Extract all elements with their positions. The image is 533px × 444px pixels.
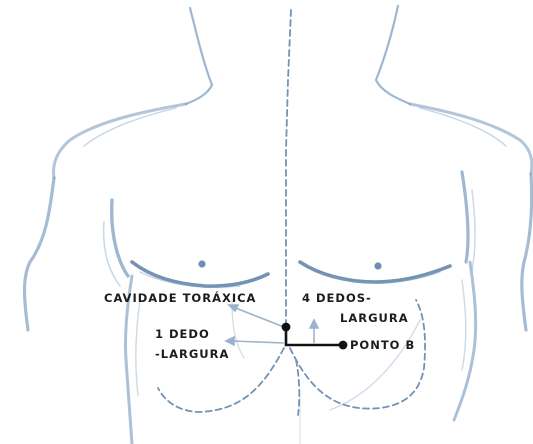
one-finger-label-line2: -LARGURA bbox=[155, 347, 229, 361]
shoulder-left-line bbox=[54, 104, 186, 178]
arrow-one-finger-head bbox=[226, 337, 234, 345]
neck-right-line bbox=[376, 6, 410, 104]
shoulder-right-line bbox=[410, 104, 532, 174]
arrow-cavity-head bbox=[229, 305, 238, 311]
nipple-left bbox=[198, 260, 205, 267]
point-b-label: PONTO B bbox=[350, 338, 415, 352]
nipple-right bbox=[374, 262, 381, 269]
arrows bbox=[226, 305, 318, 345]
midline-dashed bbox=[286, 10, 291, 330]
four-fingers-label-line2: LARGURA bbox=[340, 311, 409, 325]
arm-right-line bbox=[522, 174, 532, 330]
arrow-one-finger bbox=[232, 341, 284, 343]
cavity-point bbox=[282, 323, 291, 332]
arm-left-line bbox=[25, 178, 55, 330]
neck-left-line bbox=[186, 8, 212, 104]
cavity-label: CAVIDADE TORÁXICA bbox=[104, 290, 256, 305]
point-b-marker bbox=[339, 341, 348, 350]
arrow-four-fingers-head bbox=[310, 320, 318, 328]
arrow-cavity bbox=[233, 307, 284, 327]
torso-sketch bbox=[25, 6, 532, 444]
one-finger-label-line1: 1 DEDO bbox=[155, 327, 210, 341]
four-fingers-label-line1: 4 DEDOS- bbox=[302, 291, 372, 305]
